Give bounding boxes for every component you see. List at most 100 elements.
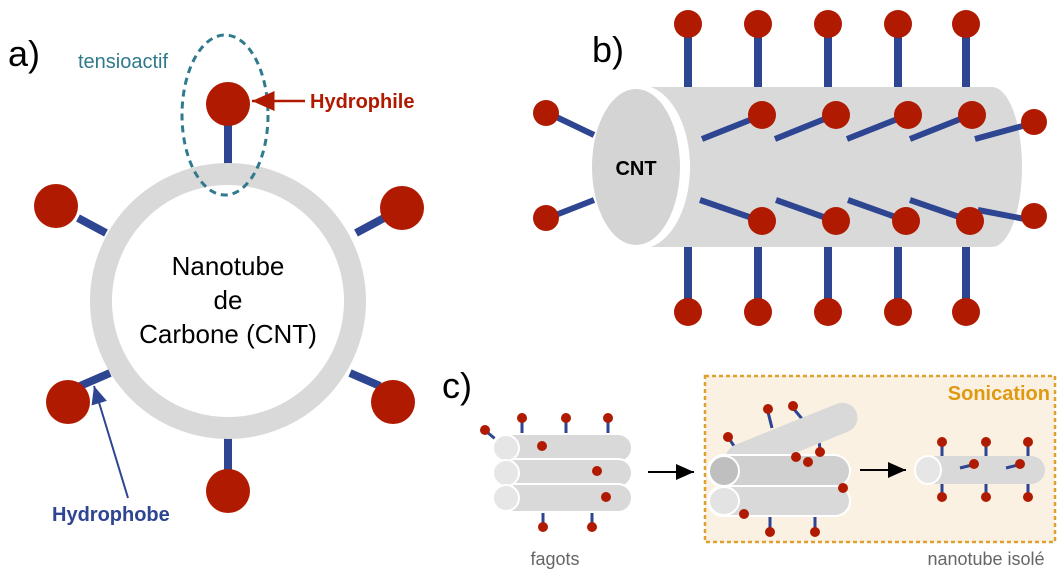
surfactant-label: tensioactif	[78, 51, 168, 73]
center-text-line-2: de	[214, 285, 243, 315]
head	[1023, 437, 1033, 447]
tube-end	[708, 486, 740, 516]
panel-b-bottom-tails	[684, 246, 970, 300]
unbundling-heads	[723, 401, 848, 537]
bundle-group: fagots	[480, 413, 633, 569]
panel-b-top-heads	[674, 10, 980, 38]
head	[894, 101, 922, 129]
center-text-line-3: Carbone (CNT)	[139, 319, 317, 349]
hydrophilic-head	[34, 184, 78, 228]
head	[748, 101, 776, 129]
head	[822, 101, 850, 129]
panel-a: a) tensioactif Hydrophile Hy	[8, 33, 424, 526]
head	[1021, 109, 1047, 135]
panel-b-surface-heads-lower	[748, 203, 1047, 235]
head	[969, 459, 979, 469]
head	[937, 492, 947, 502]
head	[838, 483, 848, 493]
hydrophilic-head	[46, 380, 90, 424]
head	[791, 452, 801, 462]
head	[810, 527, 820, 537]
head	[765, 527, 775, 537]
bundle-caption: fagots	[530, 549, 579, 569]
bundle-heads	[480, 413, 613, 532]
head	[587, 522, 597, 532]
panel-b-bottom-heads	[674, 298, 980, 326]
panel-b: b)	[533, 10, 1047, 326]
tail	[773, 113, 834, 142]
hydrophilic-head	[380, 186, 424, 230]
head	[674, 10, 702, 38]
panel-b-label: b)	[592, 29, 624, 70]
head	[723, 432, 733, 442]
head	[763, 404, 773, 414]
head	[603, 413, 613, 423]
head	[815, 447, 825, 457]
head	[1021, 203, 1047, 229]
panel-b-surface-heads-upper	[748, 101, 1047, 135]
head	[892, 207, 920, 235]
head	[480, 425, 490, 435]
isolated-heads	[937, 437, 1033, 502]
tail	[974, 121, 1031, 142]
head	[956, 207, 984, 235]
head	[884, 298, 912, 326]
head	[937, 437, 947, 447]
head	[592, 466, 602, 476]
head	[1015, 459, 1025, 469]
hydrophilic-head	[206, 82, 250, 126]
panel-c-label: c)	[442, 365, 472, 406]
panel-b-side-heads	[533, 100, 559, 231]
nanotube-ring	[90, 163, 366, 439]
tail	[774, 197, 834, 223]
head	[803, 457, 813, 467]
head	[981, 492, 991, 502]
panel-a-tails	[76, 122, 386, 472]
isolated-tube-end	[914, 455, 942, 485]
head	[739, 509, 749, 519]
bundle-tube-ends	[492, 434, 520, 512]
cnt-tube-end	[592, 89, 680, 245]
panel-c: c)	[442, 365, 1057, 569]
surfactant-outline	[180, 33, 270, 197]
head	[537, 441, 547, 451]
panel-a-heads	[34, 82, 424, 513]
hydrophobe-label: Hydrophobe	[52, 504, 170, 526]
head	[958, 101, 986, 129]
cnt-label: CNT	[615, 158, 656, 180]
head	[601, 492, 611, 502]
head	[952, 298, 980, 326]
sonication-label: Sonication	[948, 383, 1050, 405]
head	[788, 401, 798, 411]
head	[674, 298, 702, 326]
head	[884, 10, 912, 38]
isolated-group: nanotube isolé	[914, 437, 1045, 569]
hydrophile-label: Hydrophile	[310, 91, 414, 113]
head	[744, 10, 772, 38]
tail-upper-right	[354, 214, 386, 237]
head	[814, 10, 842, 38]
hydrophilic-head	[206, 469, 250, 513]
unbundling-group	[707, 401, 858, 537]
head	[814, 298, 842, 326]
tail-lower-left	[78, 369, 112, 390]
isolated-tube-body	[915, 456, 1045, 484]
tail	[766, 411, 774, 429]
isolated-caption: nanotube isolé	[927, 549, 1044, 569]
tail	[699, 197, 759, 223]
head	[748, 207, 776, 235]
hydrophilic-head	[371, 380, 415, 424]
hydrophobe-arrow	[91, 385, 129, 499]
head	[538, 522, 548, 532]
head	[981, 437, 991, 447]
center-text-line-1: Nanotube	[172, 251, 285, 281]
head	[561, 413, 571, 423]
tube-end	[708, 455, 740, 487]
tube-end	[492, 434, 520, 462]
head	[822, 207, 850, 235]
tail-lower-right	[348, 369, 382, 390]
head	[744, 298, 772, 326]
head	[1023, 492, 1033, 502]
tube-end	[492, 459, 520, 487]
